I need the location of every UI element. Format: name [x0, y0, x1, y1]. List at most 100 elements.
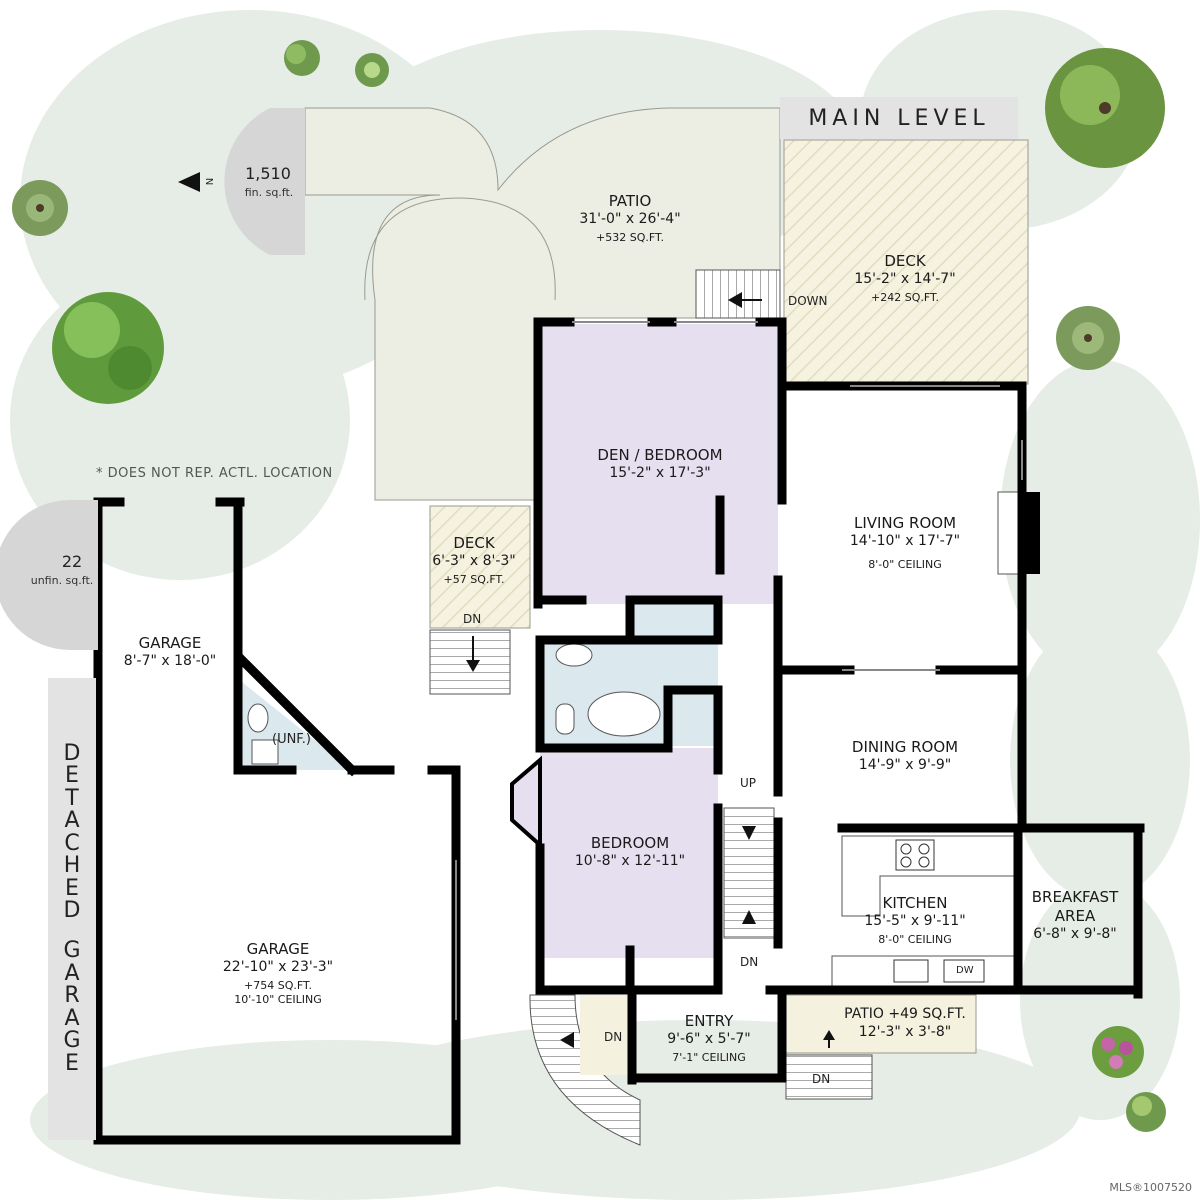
stairs-dn-label: DN — [463, 612, 482, 626]
room-area: +57 SQ.FT. — [443, 573, 505, 587]
sink-icon — [251, 739, 279, 765]
garage-small-label: GARAGE 8'-7" x 18'-0" — [110, 634, 230, 670]
unfinished-area-badge — [0, 500, 98, 650]
tree-icon — [1045, 48, 1165, 168]
breakfast-area-label: BREAKFAST AREA 6'-8" x 9'-8" — [1020, 888, 1130, 943]
arrow-left-icon — [728, 292, 742, 308]
cooktop-icon — [895, 839, 935, 871]
den-bedroom-label: DEN / BEDROOM 15'-2" x 17'-3" — [570, 446, 750, 482]
room-ceiling: 8'-0" CEILING — [868, 558, 942, 572]
room-name: PATIO — [608, 192, 652, 210]
room-name: DEN / BEDROOM — [597, 446, 723, 464]
room-dims: 15'-2" x 17'-3" — [609, 464, 711, 481]
burner-icon — [918, 856, 930, 868]
room-name: DECK — [884, 252, 926, 270]
compass-north-icon — [178, 172, 200, 192]
arrow-up-icon — [742, 910, 756, 924]
deck-small-label: DECK 6'-3" x 8'-3" +57 SQ.FT. — [426, 534, 522, 587]
unfinished-area-unit: unfin. sq.ft. — [30, 574, 94, 587]
tree-icon — [1126, 1092, 1166, 1132]
toilet-icon — [247, 703, 269, 733]
sink-icon — [893, 959, 929, 983]
burner-icon — [918, 843, 930, 855]
stairs-up-label: UP — [740, 776, 757, 790]
walls — [93, 317, 1145, 1145]
stairs-down-label: DOWN — [788, 294, 828, 308]
room-dims: 6'-8" x 9'-8" — [1033, 925, 1117, 942]
label-letter: A — [64, 960, 80, 986]
arrow-left-icon — [560, 1032, 574, 1048]
toilet-icon — [555, 703, 575, 735]
room-ceiling: 8'-0" CEILING — [878, 933, 952, 947]
label-letter: T — [65, 785, 79, 811]
arrow-up-icon — [823, 1030, 835, 1040]
entry-landing — [580, 995, 630, 1075]
garage-big-label: GARAGE 22'-10" x 23'-3" +754 SQ.FT. 10'-… — [190, 940, 366, 1007]
room-name: DINING ROOM — [851, 738, 959, 756]
room-dims: 8'-7" x 18'-0" — [123, 652, 217, 669]
room-name-area: PATIO +49 SQ.FT. — [844, 1006, 966, 1022]
room-dims: 31'-0" x 26'-4" — [579, 210, 681, 227]
room-ceiling: 7'-1" CEILING — [672, 1051, 746, 1065]
label-letter: R — [64, 983, 80, 1009]
label-letter: C — [64, 830, 80, 856]
patio-small-label: PATIO +49 SQ.FT. 12'-3" x 3'-8" — [830, 1006, 980, 1041]
mls-watermark: MLS®1007520 — [1109, 1181, 1192, 1194]
dishwasher-icon — [943, 959, 985, 983]
deck-main-area — [783, 139, 1029, 385]
main-level-title: MAIN LEVEL — [780, 97, 1018, 139]
arrow-down-icon — [466, 660, 480, 672]
tree-icon — [52, 292, 164, 404]
arrow-down-icon — [742, 826, 756, 840]
tree-icon — [1056, 306, 1120, 370]
dishwasher-label: DW — [956, 965, 974, 976]
burner-icon — [900, 856, 912, 868]
entry-label: ENTRY 9'-6" x 5'-7" 7'-1" CEILING — [636, 1012, 782, 1065]
patio-small-stairs — [785, 1054, 873, 1100]
compass-letter: N — [205, 177, 217, 186]
room-ceiling: 10'-10" CEILING — [234, 993, 322, 1006]
room-name: ENTRY — [684, 1012, 734, 1030]
room-name: BREAKFAST — [1031, 888, 1119, 906]
unfinished-area-value: 22 — [61, 552, 83, 571]
room-name: DECK — [453, 534, 495, 552]
dining-room-label: DINING ROOM 14'-9" x 9'-9" — [820, 738, 990, 774]
room-dims: 15'-2" x 14'-7" — [854, 270, 956, 287]
entry-steps-dn-label: DN — [604, 1030, 623, 1044]
location-note: * DOES NOT REP. ACTL. LOCATION — [96, 466, 333, 481]
room-dims: 12'-3" x 3'-8" — [858, 1023, 952, 1040]
ensuite-floor — [632, 600, 718, 640]
label-letter: D — [63, 898, 81, 923]
deck-small-area — [429, 505, 531, 629]
room-dims: 9'-6" x 5'-7" — [667, 1030, 751, 1047]
bedroom-bay-window — [510, 755, 542, 850]
tree-icon — [355, 53, 389, 87]
room-dims: 15'-5" x 9'-11" — [864, 912, 966, 929]
room-dims: 10'-8" x 12'-11" — [574, 852, 686, 869]
sink-icon — [555, 643, 593, 667]
room-name: LIVING ROOM — [853, 514, 957, 532]
unfinished-room-label: (UNF.) — [272, 732, 311, 747]
room-dims: 14'-9" x 9'-9" — [858, 756, 952, 773]
room-area: +754 SQ.FT. — [244, 979, 312, 993]
patio-main-label: PATIO 31'-0" x 26'-4" +532 SQ.FT. — [540, 192, 720, 245]
deck-main-label: DECK 15'-2" x 14'-7" +242 SQ.FT. — [820, 252, 990, 305]
room-area: +242 SQ.FT. — [871, 291, 939, 305]
finished-area-unit: fin. sq.ft. — [244, 186, 294, 199]
bedroom-floor — [540, 748, 718, 958]
bathtub-icon — [587, 691, 661, 737]
kitchen-label: KITCHEN 15'-5" x 9'-11" 8'-0" CEILING — [840, 894, 990, 947]
label-letter: G — [63, 1028, 81, 1054]
bedroom-label: BEDROOM 10'-8" x 12'-11" — [560, 834, 700, 870]
label-letter: H — [63, 853, 81, 879]
burner-icon — [900, 843, 912, 855]
deck-stairs — [695, 269, 781, 319]
stairs-dn-label: DN — [740, 955, 759, 969]
flower-bush-icon — [1092, 1026, 1144, 1078]
patio-curve — [364, 197, 556, 301]
label-letter: E — [65, 1050, 79, 1076]
tree-icon — [284, 40, 320, 76]
finished-area-value: 1,510 — [245, 164, 291, 183]
